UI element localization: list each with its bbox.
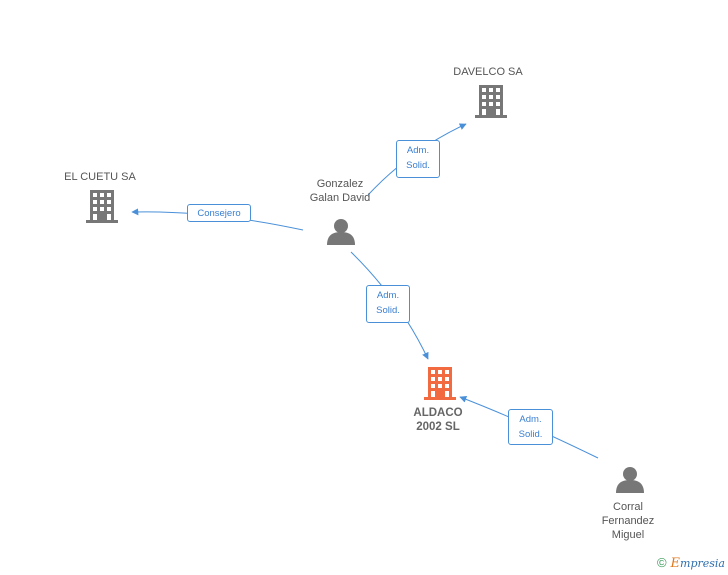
gonzalez-name-line1: Gonzalez (316, 178, 364, 190)
edge-corral-aldaco-label[interactable]: Adm. Solid. (508, 409, 553, 445)
corral-name-line2: Fernandez (601, 515, 655, 527)
node-aldaco-label[interactable]: ALDACO 2002 SL (398, 406, 478, 434)
node-davelco-label[interactable]: DAVELCO SA (448, 65, 528, 79)
corral-aldaco-line1: Adm. (519, 414, 542, 425)
node-corral-person-icon[interactable] (616, 467, 644, 493)
corral-name-line1: Corral (613, 501, 643, 513)
node-gonzalez-person-icon[interactable] (327, 219, 355, 245)
gonzalez-davelco-line2: Solid. (406, 160, 430, 171)
node-gonzalez-label[interactable]: Gonzalez Galan David (290, 177, 390, 205)
gonzalez-davelco-line1: Adm. (406, 145, 430, 156)
node-el-cuetu-label[interactable]: EL CUETU SA (60, 170, 140, 184)
node-aldaco-building-icon[interactable] (424, 367, 456, 400)
aldaco-name-line2: 2002 SL (416, 421, 460, 433)
edge-gonzalez-aldaco-label[interactable]: Adm. Solid. (366, 285, 410, 323)
corral-name-line3: Miguel (611, 529, 645, 541)
corral-aldaco-line2: Solid. (518, 429, 543, 440)
empresia-logo-rest: mpresia (680, 557, 725, 570)
davelco-name: DAVELCO SA (453, 66, 523, 78)
node-davelco-building-icon[interactable] (475, 85, 507, 118)
empresia-logo-initial: E (670, 556, 681, 571)
edge-consejero-label[interactable]: Consejero (187, 204, 251, 222)
edge-gonzalez-davelco-label[interactable]: Adm. Solid. (396, 140, 440, 178)
node-corral-label[interactable]: Corral Fernandez Miguel (588, 500, 668, 542)
gonzalez-aldaco-line1: Adm. (376, 290, 400, 301)
aldaco-name-line1: ALDACO (413, 407, 463, 419)
empresia-logo: Empresia (670, 556, 725, 571)
gonzalez-name-line2: Galan David (309, 192, 371, 204)
copyright-symbol: © (656, 555, 667, 570)
consejero-text: Consejero (197, 208, 241, 219)
gonzalez-aldaco-line2: Solid. (376, 305, 400, 316)
el-cuetu-name: EL CUETU SA (64, 171, 136, 183)
empresia-watermark: ©Empresia (657, 555, 725, 571)
node-el-cuetu-building-icon[interactable] (86, 190, 118, 223)
